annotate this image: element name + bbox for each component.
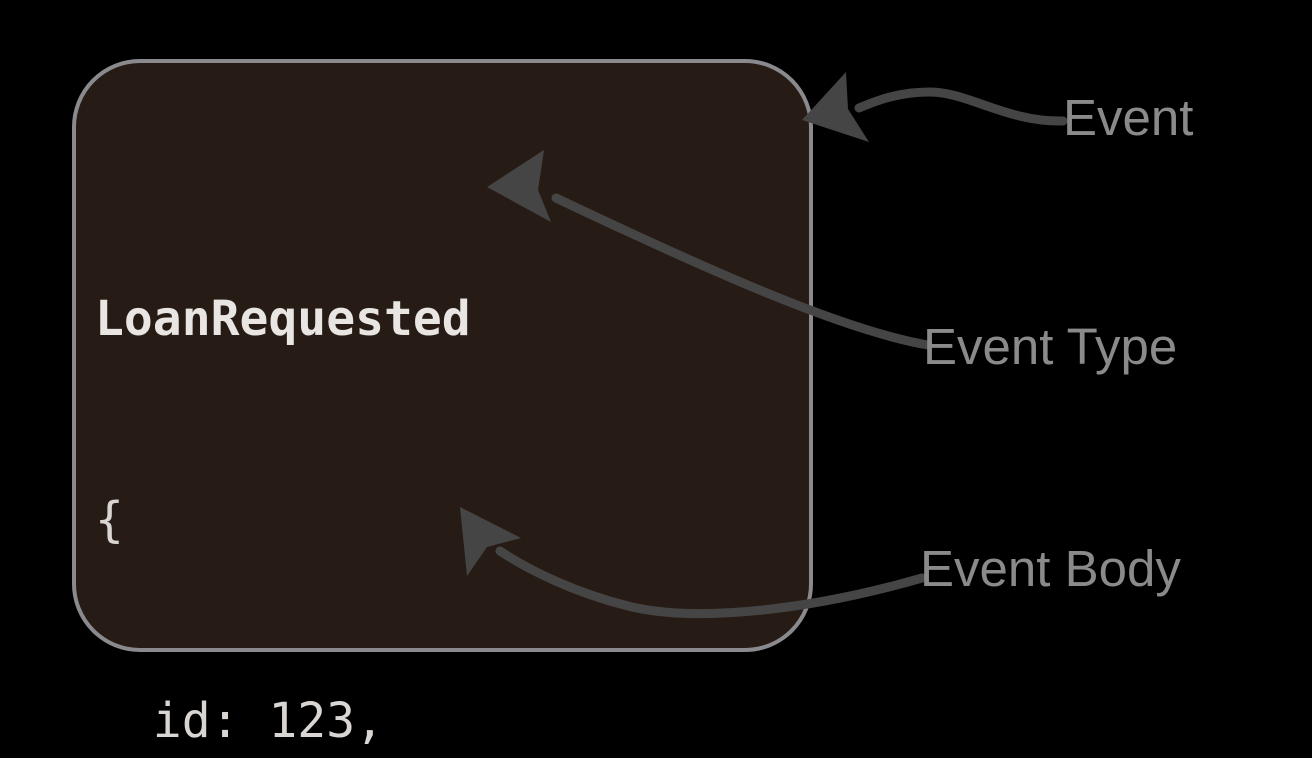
event-type-label: Event Type — [923, 318, 1178, 375]
event-body-line: { — [95, 492, 124, 548]
event-body-line: id: 123, — [95, 693, 384, 749]
event-body-label: Event Body — [920, 540, 1181, 597]
event-label: Event — [1063, 89, 1194, 146]
event-type-text: LoanRequested — [95, 291, 471, 347]
event-arrow-line — [854, 87, 1068, 126]
event-code-block: LoanRequested { id: 123, amount: 100, bo… — [95, 152, 760, 758]
